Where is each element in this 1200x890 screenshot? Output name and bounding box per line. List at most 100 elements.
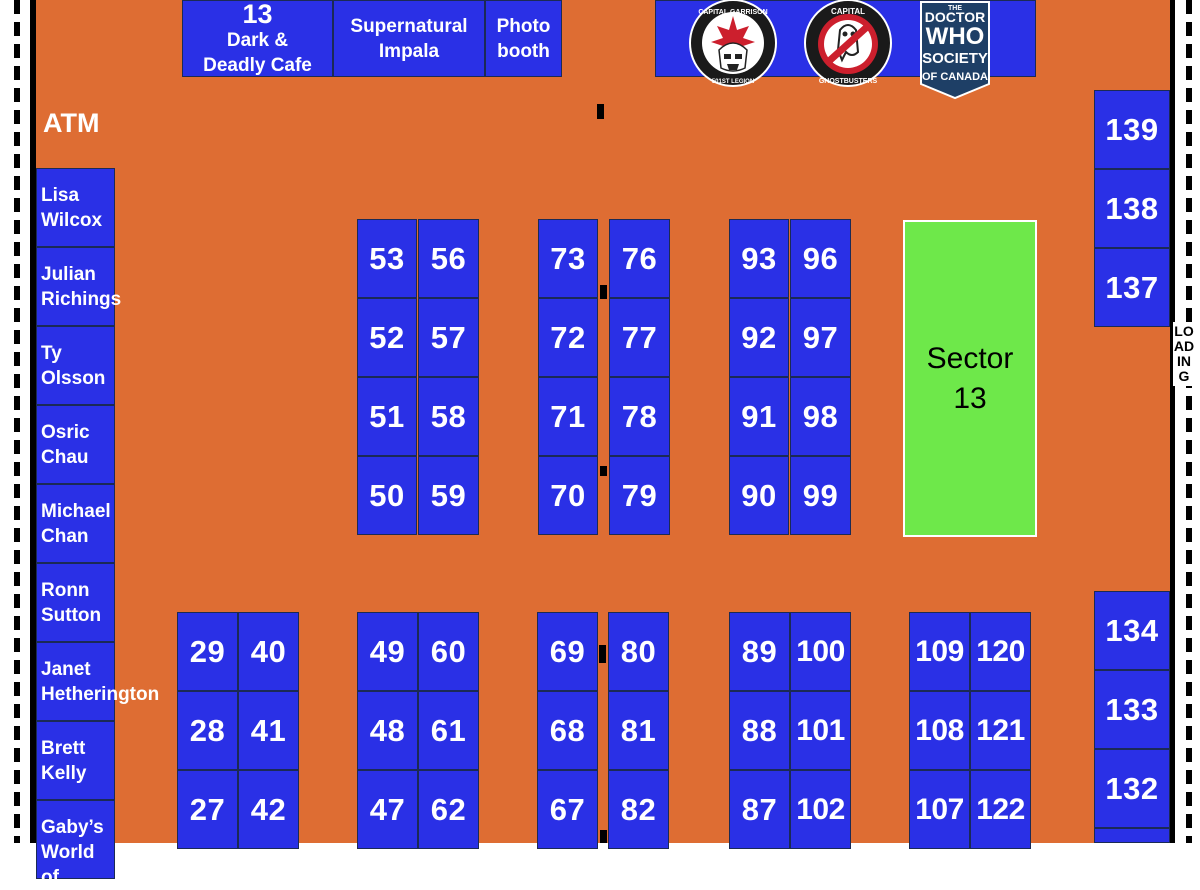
guest-booth[interactable]: Gaby’s World of (36, 800, 115, 888)
booth-88[interactable]: 88 (729, 691, 790, 770)
booth-number: 56 (430, 240, 467, 276)
booth-52[interactable]: 52 (357, 298, 417, 377)
booth-60[interactable]: 60 (418, 612, 479, 691)
booth-59[interactable]: 59 (418, 456, 479, 535)
left-inner-wall (30, 0, 36, 843)
stormtrooper-icon (689, 0, 777, 87)
booth-79[interactable]: 79 (609, 456, 670, 535)
booth-82[interactable]: 82 (608, 770, 669, 849)
guest-booth[interactable]: Ty Olsson (36, 326, 115, 405)
guest-booth[interactable]: Ronn Sutton (36, 563, 115, 642)
booth-48[interactable]: 48 (357, 691, 418, 770)
booth-107[interactable]: 107 (909, 770, 970, 849)
booth-number: 99 (802, 477, 839, 513)
booth-57[interactable]: 57 (418, 298, 479, 377)
booth-68[interactable]: 68 (537, 691, 598, 770)
booth-number: 79 (621, 477, 658, 513)
booth-122[interactable]: 122 (970, 770, 1031, 849)
booth-97[interactable]: 97 (790, 298, 851, 377)
booth-109[interactable]: 109 (909, 612, 970, 691)
booth-139[interactable]: 139 (1094, 90, 1170, 169)
guest-name: Ty Olsson (41, 343, 106, 389)
booth-dark-deadly-cafe[interactable]: 13 Dark & Deadly Cafe (182, 0, 333, 77)
booth-91[interactable]: 91 (729, 377, 789, 456)
booth-number: 40 (250, 633, 287, 669)
booth-supernatural-impala[interactable]: Supernatural Impala (333, 0, 485, 77)
booth-58[interactable]: 58 (418, 377, 479, 456)
guest-booth[interactable]: Janet Hetherington (36, 642, 159, 721)
right-outer-wall (1186, 0, 1192, 843)
booth-number: 120 (976, 634, 1025, 668)
booth-number: 60 (430, 633, 467, 669)
booth-number: 62 (430, 791, 467, 827)
logo-line: DOCTOR (925, 9, 985, 25)
booth-72[interactable]: 72 (538, 298, 598, 377)
booth-71[interactable]: 71 (538, 377, 598, 456)
booth-133[interactable]: 133 (1094, 670, 1170, 749)
booth-89[interactable]: 89 (729, 612, 790, 691)
booth-42[interactable]: 42 (238, 770, 299, 849)
guest-booth[interactable]: Osric Chau (36, 405, 115, 484)
booth-137[interactable]: 137 (1094, 248, 1170, 327)
booth-number: 53 (369, 240, 405, 276)
booth-41[interactable]: 41 (238, 691, 299, 770)
booth-number: 49 (369, 633, 406, 669)
booth-121[interactable]: 121 (970, 691, 1031, 770)
booth-61[interactable]: 61 (418, 691, 479, 770)
booth-100[interactable]: 100 (790, 612, 851, 691)
booth-120[interactable]: 120 (970, 612, 1031, 691)
booth-138[interactable]: 138 (1094, 169, 1170, 248)
booth-number: 88 (741, 712, 778, 748)
booth-photo-booth[interactable]: Photo booth (485, 0, 562, 77)
booth-93[interactable]: 93 (729, 219, 789, 298)
booth-80[interactable]: 80 (608, 612, 669, 691)
booth-partial[interactable] (1094, 828, 1170, 843)
booth-78[interactable]: 78 (609, 377, 670, 456)
booth-27[interactable]: 27 (177, 770, 238, 849)
booth-90[interactable]: 90 (729, 456, 789, 535)
booth-29[interactable]: 29 (177, 612, 238, 691)
sector-13-area[interactable]: Sector 13 (903, 220, 1037, 537)
guest-name: Lisa Wilcox (41, 185, 103, 231)
booth-62[interactable]: 62 (418, 770, 479, 849)
booth-47[interactable]: 47 (357, 770, 418, 849)
logo-501st-legion: CAPITAL GARRISON 501ST LEGION (683, 0, 783, 95)
booth-134[interactable]: 134 (1094, 591, 1170, 670)
booth-number: 96 (802, 240, 839, 276)
guest-booth[interactable]: Michael Chan (36, 484, 115, 563)
booth-number: 41 (250, 712, 287, 748)
booth-99[interactable]: 99 (790, 456, 851, 535)
booth-number: 67 (549, 791, 586, 827)
booth-96[interactable]: 96 (790, 219, 851, 298)
logo-doctor-who-society: THE DOCTOR WHO SOCIETY OF CANADA (919, 0, 991, 105)
booth-98[interactable]: 98 (790, 377, 851, 456)
booth-92[interactable]: 92 (729, 298, 789, 377)
booth-number: 57 (430, 319, 467, 355)
booth-132[interactable]: 132 (1094, 749, 1170, 828)
booth-number: 100 (796, 634, 845, 668)
guest-booth[interactable]: Lisa Wilcox (36, 168, 115, 247)
booth-81[interactable]: 81 (608, 691, 669, 770)
logo-line: SOCIETY (922, 50, 988, 67)
booth-77[interactable]: 77 (609, 298, 670, 377)
booth-40[interactable]: 40 (238, 612, 299, 691)
booth-49[interactable]: 49 (357, 612, 418, 691)
booth-76[interactable]: 76 (609, 219, 670, 298)
booth-51[interactable]: 51 (357, 377, 417, 456)
booth-number: 61 (430, 712, 467, 748)
guest-booth[interactable]: Julian Richings (36, 247, 121, 326)
booth-108[interactable]: 108 (909, 691, 970, 770)
booth-number: 91 (741, 398, 777, 434)
booth-73[interactable]: 73 (538, 219, 598, 298)
booth-69[interactable]: 69 (537, 612, 598, 691)
booth-70[interactable]: 70 (538, 456, 598, 535)
booth-67[interactable]: 67 (537, 770, 598, 849)
booth-101[interactable]: 101 (790, 691, 851, 770)
booth-87[interactable]: 87 (729, 770, 790, 849)
guest-booth[interactable]: Brett Kelly (36, 721, 115, 800)
booth-53[interactable]: 53 (357, 219, 417, 298)
booth-56[interactable]: 56 (418, 219, 479, 298)
booth-28[interactable]: 28 (177, 691, 238, 770)
booth-50[interactable]: 50 (357, 456, 417, 535)
booth-102[interactable]: 102 (790, 770, 851, 849)
